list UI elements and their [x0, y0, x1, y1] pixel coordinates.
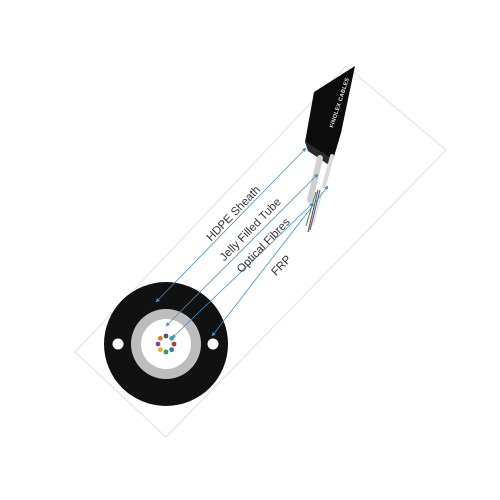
- frp-rod-right: [207, 338, 219, 350]
- cable-cross-section: [104, 282, 228, 406]
- fibre-dot: [163, 349, 169, 355]
- fibre-dot: [163, 333, 169, 339]
- leader-lines: [155, 147, 329, 339]
- optical-fibre-bundle: [155, 333, 177, 355]
- fibre-dot: [155, 341, 161, 347]
- cable-side-view: FINOLEX CABLES: [305, 66, 355, 233]
- frp-leader: [211, 185, 329, 337]
- frp-rod-left: [112, 338, 124, 350]
- fibre-dot: [169, 347, 175, 353]
- fibre-dot: [171, 341, 177, 347]
- exposed-frp-rod: [322, 154, 334, 188]
- fibre-dot: [157, 347, 163, 353]
- cable-jacket: [305, 66, 355, 160]
- jacket-cut-face: [305, 142, 333, 165]
- fibre-dot: [157, 335, 163, 341]
